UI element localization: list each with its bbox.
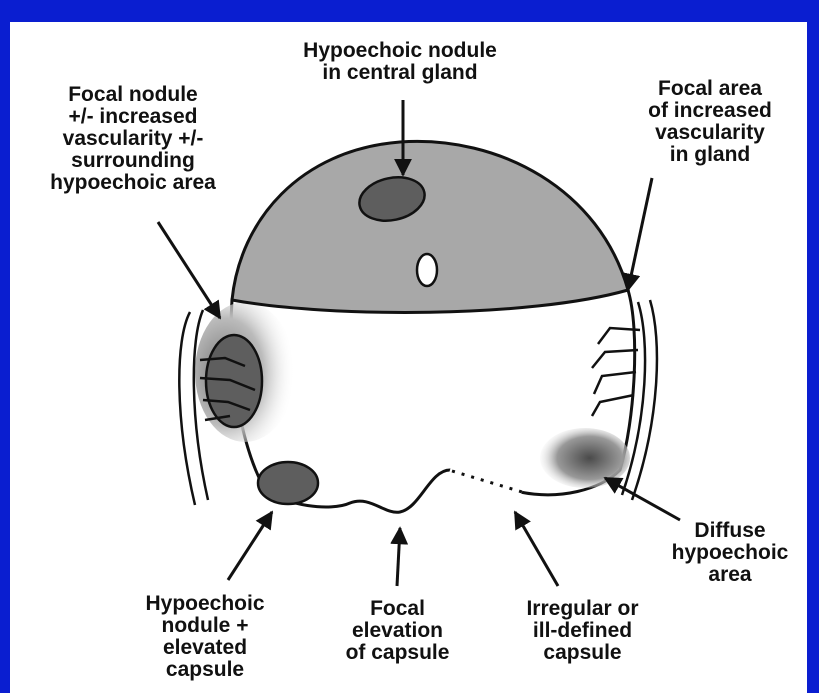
label-focal-vascularity: Focal area of increased vascularity in g… xyxy=(620,78,800,166)
label-central-nodule: Hypoechoic nodule in central gland xyxy=(270,40,530,84)
label-diffuse-area: Diffuse hypoechoic area xyxy=(650,520,810,586)
arrow-nodule-elevated xyxy=(228,512,272,580)
label-focal-elevation: Focal elevation of capsule xyxy=(320,598,475,664)
label-focal-nodule: Focal nodule +/- increased vascularity +… xyxy=(8,84,258,194)
diffuse-hypoechoic-area xyxy=(540,428,630,488)
arrow-diffuse-area xyxy=(605,478,680,520)
label-irregular-capsule: Irregular or ill-defined capsule xyxy=(490,598,675,664)
arrow-irregular-capsule xyxy=(515,512,558,586)
urethra xyxy=(417,254,437,286)
central-gland xyxy=(232,141,628,312)
arrow-focal-elevation xyxy=(397,528,400,586)
lower-left-nodule xyxy=(258,462,318,504)
arrow-focal-nodule xyxy=(158,222,220,318)
arrow-focal-vascularity xyxy=(628,178,652,290)
label-nodule-elevated: Hypoechoic nodule + elevated capsule xyxy=(110,593,300,681)
